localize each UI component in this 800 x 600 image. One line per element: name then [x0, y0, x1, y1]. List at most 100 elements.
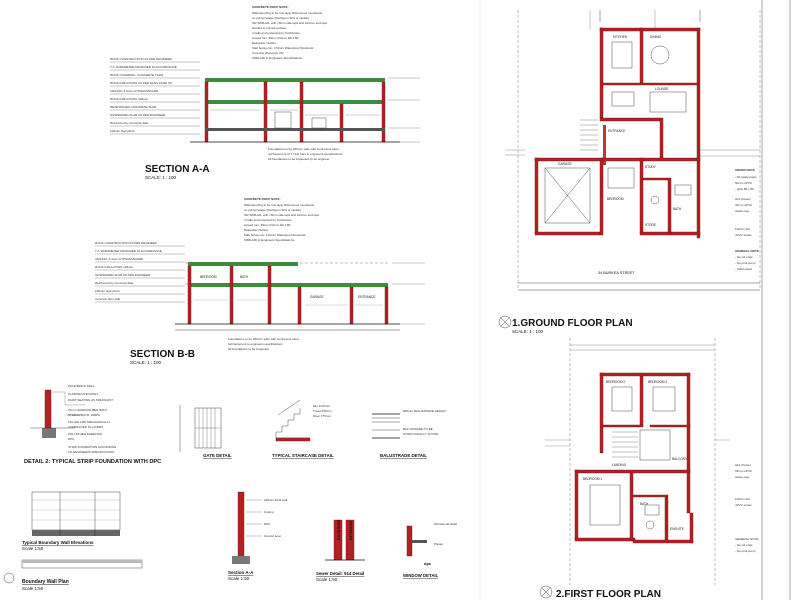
gate-detail: GATE DETAIL [179, 405, 232, 458]
gate-detail-title: GATE DETAIL [203, 453, 232, 458]
boundary-elev-scale: Scale 1:50 [22, 546, 44, 551]
concrete-roof-note-b: CONCRETE ROOF NOTE: [244, 197, 281, 201]
svg-text:reinforcement to engineers spe: reinforcement to engineers specification… [228, 342, 283, 346]
svg-text:BEDROOM 1: BEDROOM 1 [583, 477, 602, 481]
section-aa-small-scale: Scale 1:50 [228, 576, 250, 581]
balustrade-detail-title: BALUSTRADE DETAIL [380, 453, 427, 458]
svg-text:ROOF CONSTRUCTION AS PER ENGIN: ROOF CONSTRUCTION AS PER ENGINEER [110, 57, 173, 61]
svg-text:900mm BALUSTRADE HEIGHT: 900mm BALUSTRADE HEIGHT [403, 409, 446, 413]
svg-text:T.A. PARAMETER DESIGNED IN ACC: T.A. PARAMETER DESIGNED IN ACCORDANCE [110, 65, 177, 69]
svg-text:ROOF INSULATION AS PER SANS 10: ROOF INSULATION AS PER SANS 10400 XA [110, 81, 172, 85]
svg-text:STUDY: STUDY [645, 165, 657, 169]
detail-2-strip-foundation: FACE BRICK WALL PLASTER AND PAINT PAINT … [24, 384, 161, 465]
svg-text:- All waste pipes: - All waste pipes [735, 175, 757, 179]
svg-text:OR SIMILAR, with 70mm side lap: OR SIMILAR, with 70mm side laps and 100m… [252, 21, 328, 25]
svg-text:ROOF COVERING: CONCRETE TILES: ROOF COVERING: CONCRETE TILES [110, 73, 163, 77]
svg-text:32mm uPVC: 32mm uPVC [735, 203, 753, 207]
svg-text:100mm high plinth: 100mm high plinth [95, 289, 120, 293]
svg-text:Window sill detail: Window sill detail [434, 522, 457, 526]
svg-text:REINFORCED CONCRETE SLAB: REINFORCED CONCRETE SLAB [110, 105, 156, 109]
svg-text:LOUNGE: LOUNGE [655, 87, 668, 91]
ground-floor-plan: KITCHEN DINING LOUNGE GARAGE BEDROOM BAT… [498, 10, 761, 334]
ground-floor-title: 1.GROUND FLOOR PLAN [512, 318, 633, 329]
window-detail-title: WINDOW DETAIL [403, 573, 439, 578]
svg-text:KITCHEN: KITCHEN [613, 35, 628, 39]
svg-text:LANDING: LANDING [612, 463, 627, 467]
svg-text:- No pool pump: - No pool pump [735, 549, 756, 553]
section-a-scale: SCALE: 1 : 100 [145, 175, 177, 180]
svg-text:50mm uPVC: 50mm uPVC [735, 181, 753, 185]
general-notes: GENERAL NOTE [735, 249, 759, 253]
detail-2-title: DETAIL 2: TYPICAL STRIP FOUNDATION WITH … [24, 459, 161, 465]
svg-text:- gully 80 x 80: - gully 80 x 80 [735, 187, 754, 191]
svg-text:PAINT SEATING AS SPECIALIST: PAINT SEATING AS SPECIALIST [68, 398, 113, 402]
svg-text:SIMILAR) to Engineers Specific: SIMILAR) to Engineers Specifications. [252, 56, 303, 60]
concrete-roof-note-a: CONCRETE ROOF NOTE: [252, 5, 289, 9]
section-b-b: CONCRETE ROOF NOTE: Waterproofing to be … [95, 197, 425, 365]
svg-text:All foundations to be inspecte: All foundations to be inspected by an en… [268, 157, 330, 161]
svg-text:BEDROOM 3: BEDROOM 3 [648, 380, 667, 384]
svg-text:Foundations to be 200mm wide w: Foundations to be 200mm wide with contin… [268, 147, 339, 151]
svg-text:on primer/sealer (Derbigum SP4: on primer/sealer (Derbigum SP4 or simila… [244, 208, 301, 212]
svg-text:- Solar panel: - Solar panel [735, 267, 752, 271]
svg-text:DINING: DINING [650, 35, 662, 39]
svg-text:Rainwater Outlets.: Rainwater Outlets. [244, 228, 269, 232]
svg-text:SUSPENDED SLAB AS PER ENGINEER: SUSPENDED SLAB AS PER ENGINEER [110, 113, 166, 117]
svg-text:BATH: BATH [640, 502, 649, 506]
svg-text:- No sol units: - No sol units [735, 543, 753, 547]
svg-text:GARAGE: GARAGE [310, 295, 324, 299]
sewer-detail: EXTERIOR INTERIOR Sewer Detail: 914 Deta… [316, 519, 365, 582]
svg-text:- No sol units: - No sol units [735, 255, 753, 259]
svg-text:CEILING: 6.4mm GYPSUM BOARD: CEILING: 6.4mm GYPSUM BOARD [110, 89, 159, 93]
sewer-title: Sewer Detail: 914 Detail [316, 571, 364, 576]
svg-text:ENTRANCE: ENTRANCE [608, 129, 626, 133]
svg-text:- No pool pump: - No pool pump [735, 261, 756, 265]
exterior-label: EXTERIOR [336, 519, 341, 540]
svg-text:STRUCTURALLY SOUND: STRUCTURALLY SOUND [403, 432, 439, 436]
svg-text:All foundations to be inspecte: All foundations to be inspected [228, 347, 269, 351]
svg-text:Reinforced by Concrete Slab: Reinforced by Concrete Slab [95, 281, 134, 285]
north-arrow [498, 315, 512, 329]
ground-floor-scale: SCALE: 1 : 100 [512, 329, 544, 334]
svg-text:uPVC sewer: uPVC sewer [735, 233, 752, 237]
dpc-label: dpc [424, 561, 432, 566]
svg-text:Ground level: Ground level [264, 534, 281, 538]
svg-text:ROOF INSULATION 135mm: ROOF INSULATION 135mm [95, 265, 134, 269]
svg-text:SIMILAR) to Engineers Specific: SIMILAR) to Engineers Specifications. [244, 238, 295, 242]
svg-text:CEILING: 6.4mm GYPSUM BOARD: CEILING: 6.4mm GYPSUM BOARD [95, 257, 144, 261]
svg-text:Riser 175mm: Riser 175mm [313, 414, 331, 418]
svg-text:uPVC sewer: uPVC sewer [735, 503, 752, 507]
interior-label: INTERIOR [348, 521, 353, 540]
svg-text:In falls and protected by Torc: In falls and protected by Torchfusion [244, 218, 292, 222]
svg-text:75mm SURFACE BED WITH: 75mm SURFACE BED WITH [68, 408, 107, 412]
svg-text:BATH: BATH [240, 275, 249, 279]
first-floor-title: 2.FIRST FLOOR PLAN [556, 589, 661, 600]
svg-text:FACE BRICK WALL: FACE BRICK WALL [68, 384, 95, 388]
svg-text:100mm high plinth: 100mm high plinth [110, 129, 135, 133]
section-a-title: SECTION A-A [145, 164, 210, 175]
svg-text:ROOF INSULATION 135mm: ROOF INSULATION 135mm [110, 97, 149, 101]
svg-text:PLASTER AND PAINT: PLASTER AND PAINT [68, 392, 98, 396]
svg-text:DPC: DPC [264, 522, 271, 526]
svg-text:Rainwater Outlets.: Rainwater Outlets. [252, 41, 277, 45]
section-b-title: SECTION B-B [130, 349, 195, 360]
svg-text:T.A. PARAMETER DESIGNED IN ACC: T.A. PARAMETER DESIGNED IN ACCORDANCE [95, 249, 162, 253]
svg-text:230mm brick wall: 230mm brick wall [264, 498, 288, 502]
svg-text:BALUSTRADE TO BE: BALUSTRADE TO BE [403, 427, 433, 431]
svg-text:ROOF CONSTRUCTION AS PER ENGIN: ROOF CONSTRUCTION AS PER ENGINEER [95, 241, 158, 245]
svg-text:Min 1170mm: Min 1170mm [313, 404, 331, 408]
north-arrow-2 [539, 585, 553, 599]
svg-text:SUSPENDED SLAB AS PER ENGINEER: SUSPENDED SLAB AS PER ENGINEER [95, 273, 151, 277]
svg-text:GARAGE: GARAGE [558, 162, 572, 166]
svg-text:screed min. 30mm thick to fall: screed min. 30mm thick to fall 1:80. [244, 223, 291, 227]
svg-text:BEDROOM 2: BEDROOM 2 [606, 380, 625, 384]
svg-text:bonded to primed surface.: bonded to primed surface. [252, 26, 287, 30]
svg-text:Plaster: Plaster [434, 542, 443, 546]
boundary-plan-scale: Scale 1:50 [22, 586, 44, 591]
sewer-scale: Scale 1:50 [316, 577, 338, 582]
svg-text:on primer/sealer (Derbigum SP4: on primer/sealer (Derbigum SP4 or simila… [252, 16, 309, 20]
